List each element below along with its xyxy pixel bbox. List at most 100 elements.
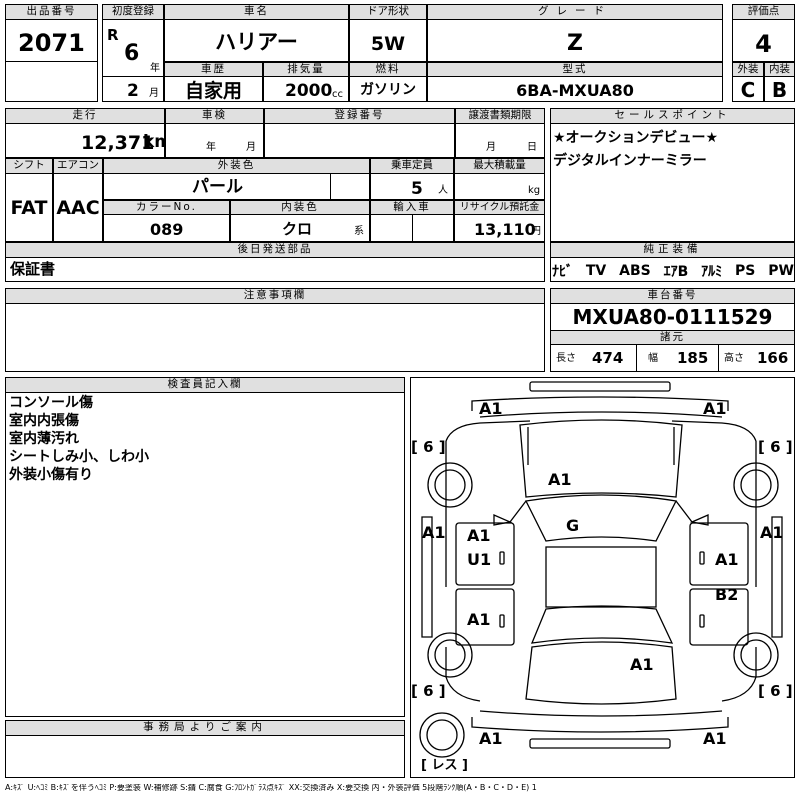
spec-divider-2 xyxy=(718,345,719,372)
damage-right-front-door: A1 xyxy=(715,550,739,569)
later-parts: 保証書 xyxy=(10,260,56,278)
exterior-grade: C xyxy=(740,78,756,102)
aircon-header: エアコン xyxy=(53,158,103,174)
car-diagram xyxy=(419,381,783,758)
door-header: ドア形状 xyxy=(349,4,427,20)
model-code-header: 型式 xyxy=(427,62,723,77)
damage-right-rear-door: B2 xyxy=(715,585,739,604)
equipment-item: ﾅﾋﾞ xyxy=(552,264,573,280)
tire-front-left: [ 6 ] xyxy=(411,438,446,456)
score-header: 評価点 xyxy=(732,4,795,20)
int-color-header: 内装色 xyxy=(230,200,370,215)
damage-rear-right: A1 xyxy=(703,729,727,748)
capacity-header: 乗車定員 xyxy=(370,158,454,174)
damage-right-side: A1 xyxy=(760,523,784,542)
inspector-note: 外装小傷有り xyxy=(9,467,93,483)
era-letter: R xyxy=(107,26,119,44)
sales-points-box xyxy=(550,108,795,242)
displacement: 2000 xyxy=(285,81,333,101)
damage-hood: A1 xyxy=(548,470,572,489)
inspection-header: 車検 xyxy=(165,108,264,124)
ext-color: パール xyxy=(192,177,243,197)
int-color: クロ xyxy=(282,220,313,238)
aircon: AAC xyxy=(56,197,100,219)
mileage: 12,371 xyxy=(81,132,155,154)
year-unit: 年 xyxy=(150,63,160,74)
kg-unit: kg xyxy=(528,185,541,196)
equipment-item: PW xyxy=(768,263,794,279)
history: 自家用 xyxy=(184,80,242,102)
lot-number-lower xyxy=(5,61,98,102)
later-parts-header: 後日発送部品 xyxy=(5,242,545,258)
damage-left-side: A1 xyxy=(422,523,446,542)
grade: Z xyxy=(567,31,583,56)
cc-unit: cc xyxy=(332,89,343,100)
first-reg-header: 初度登録 xyxy=(102,4,164,20)
equipment-item: ｱﾙﾐ xyxy=(701,264,723,280)
reg-year: 6 xyxy=(124,41,140,66)
legend: A:ｷｽﾞ U:ﾍｺﾐ B:ｷｽﾞを伴うﾍｺﾐ P:要塗装 W:補修跡 S:錆 … xyxy=(5,784,537,792)
mileage-header: 走行 xyxy=(5,108,165,124)
car-name: ハリアー xyxy=(215,30,298,54)
specs-header: 諸元 xyxy=(550,330,795,345)
km-unit: km xyxy=(143,132,173,152)
interior-grade: B xyxy=(771,78,788,102)
inspection-year: 年 xyxy=(206,142,216,153)
yen-unit: 円 xyxy=(531,226,541,237)
car-name-header: 車名 xyxy=(164,4,349,20)
recycle-amount: 13,110 xyxy=(474,220,536,239)
equipment-item: ｴｱB xyxy=(663,264,689,280)
chassis-header: 車台番号 xyxy=(550,288,795,304)
inspector-notes-box xyxy=(5,377,405,717)
shift-header: シフト xyxy=(5,158,53,174)
tire-rear-left: [ 6 ] xyxy=(411,682,446,700)
damage-rear-left: A1 xyxy=(479,729,503,748)
inspector-note: コンソール傷 xyxy=(9,395,93,411)
transfer-day: 日 xyxy=(527,142,537,153)
equipment-item: TV xyxy=(585,263,607,279)
lot-number: 2071 xyxy=(18,29,85,57)
equipment-item: PS xyxy=(735,263,756,279)
import-divider xyxy=(412,215,413,242)
ext-color-divider xyxy=(330,174,331,200)
damage-windshield: G xyxy=(566,516,580,535)
model-code: 6BA-MXUA80 xyxy=(516,81,634,100)
damage-left-front-door-u: U1 xyxy=(467,550,492,569)
sales-point-2: デジタルインナーミラー xyxy=(553,153,707,169)
height-value: 166 xyxy=(757,349,789,367)
max-load-header: 最大積載量 xyxy=(454,158,545,174)
grade-header: グレード xyxy=(427,4,723,20)
equipment-item: ABS xyxy=(619,263,651,279)
transfer-month: 月 xyxy=(486,142,496,153)
inspector-note: 室内内張傷 xyxy=(9,413,79,429)
first-reg-box xyxy=(102,4,164,102)
tire-front-right: [ 6 ] xyxy=(758,438,793,456)
damage-left-front-door-a: A1 xyxy=(467,526,491,545)
fuel: ガソリン xyxy=(360,82,416,98)
color-no-header: カラーNo. xyxy=(103,200,230,215)
damage-front-right: A1 xyxy=(703,399,727,418)
capacity: 5 xyxy=(411,179,423,199)
sales-point-1: ★オークションデビュー★ xyxy=(553,130,719,146)
displacement-header: 排気量 xyxy=(263,62,349,77)
damage-diagram-box xyxy=(410,377,795,778)
caution-header: 注意事項欄 xyxy=(5,288,545,304)
kei-unit: 系 xyxy=(354,226,364,237)
ext-color-header: 外装色 xyxy=(103,158,370,174)
history-header: 車歴 xyxy=(164,62,263,77)
length-label: 長さ xyxy=(556,353,576,364)
fuel-header: 燃料 xyxy=(349,62,427,77)
exterior-header: 外装 xyxy=(732,62,764,77)
spare-tire-label: [ レス ] xyxy=(421,758,468,773)
inspector-note: 室内薄汚れ xyxy=(9,431,79,447)
reg-divider xyxy=(102,76,164,77)
import-header: 輸入車 xyxy=(370,200,454,215)
transfer-docs-header: 譲渡書類期限 xyxy=(455,108,545,124)
tire-rear-right: [ 6 ] xyxy=(758,682,793,700)
shift: FAT xyxy=(10,197,48,219)
lot-number-header: 出品番号 xyxy=(5,4,98,20)
damage-roof: A1 xyxy=(630,655,654,674)
inspection-month: 月 xyxy=(246,142,256,153)
month-unit: 月 xyxy=(149,88,159,99)
